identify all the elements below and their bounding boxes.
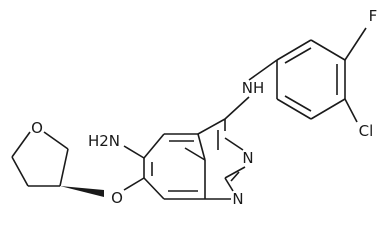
bond bbox=[284, 95, 312, 112]
bond bbox=[310, 98, 346, 120]
bond bbox=[59, 148, 69, 187]
bond-c-cl bbox=[344, 98, 358, 123]
bond bbox=[11, 156, 29, 187]
bond bbox=[276, 98, 312, 120]
bond-c7-o bbox=[123, 177, 145, 191]
bond bbox=[224, 166, 246, 179]
bond bbox=[43, 131, 69, 150]
chlorine-label: Cl bbox=[359, 122, 374, 140]
stereo-wedge-bond bbox=[60, 186, 104, 197]
bond bbox=[276, 39, 312, 61]
fluorine-label: F bbox=[369, 7, 378, 25]
phenyl-ring bbox=[276, 39, 346, 120]
bond bbox=[310, 39, 346, 61]
bond-c4-nh bbox=[224, 96, 250, 120]
thf-ring bbox=[11, 131, 69, 187]
quinazoline-core bbox=[143, 118, 246, 200]
bond bbox=[224, 177, 234, 192]
nitrogen-upper-label: N bbox=[242, 149, 253, 167]
bond-c6-nh2 bbox=[123, 145, 145, 159]
amine-nh-label: NH bbox=[242, 79, 265, 97]
amine-nh2-label: H2N bbox=[88, 132, 120, 150]
bond bbox=[143, 133, 165, 159]
bond bbox=[184, 147, 206, 161]
nitrogen-lower-label: N bbox=[232, 190, 243, 208]
bond bbox=[284, 47, 312, 64]
bond-c-nh bbox=[248, 59, 278, 81]
bond bbox=[11, 131, 31, 158]
bond bbox=[143, 177, 165, 200]
ring-oxygen-label: O bbox=[31, 119, 43, 137]
bond bbox=[224, 137, 244, 151]
bond bbox=[230, 171, 240, 182]
chemical-structure-diagram: F Cl NH H2N N N O O bbox=[11, 7, 378, 208]
ether-oxygen-label: O bbox=[111, 189, 123, 207]
bond-c-f bbox=[344, 27, 367, 61]
bond bbox=[197, 133, 206, 161]
bond bbox=[197, 118, 226, 135]
